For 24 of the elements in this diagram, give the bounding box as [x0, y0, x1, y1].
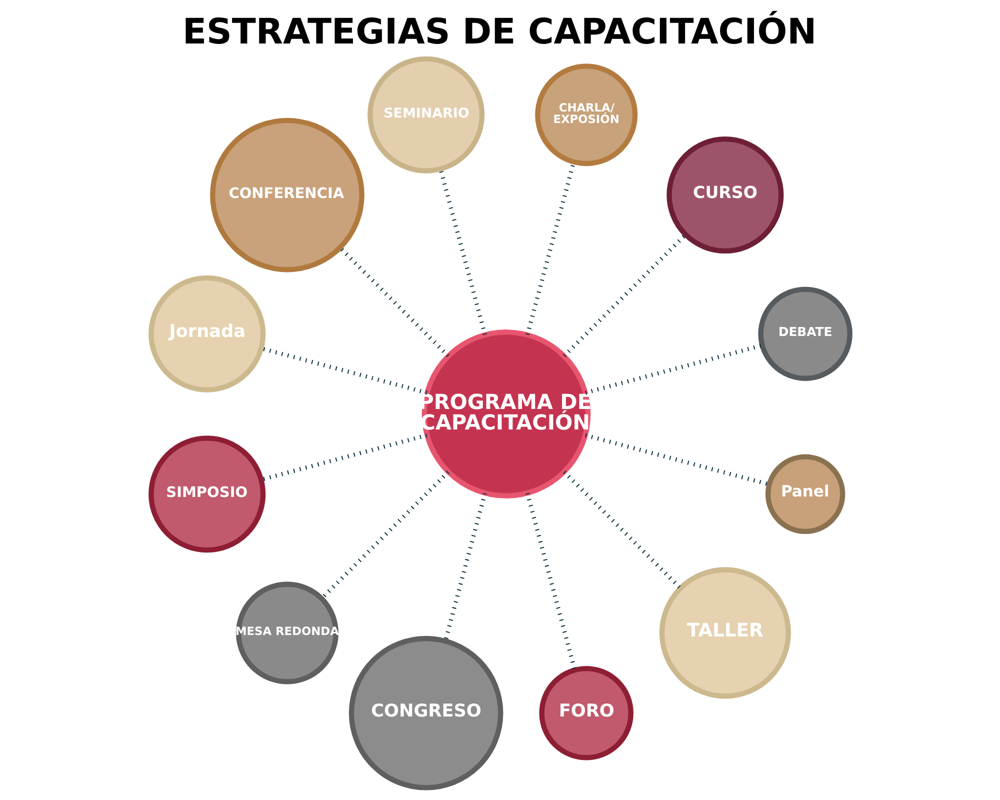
- connector: [584, 433, 770, 486]
- connector: [260, 433, 427, 482]
- connector: [260, 346, 427, 395]
- node-circle: DEBATE: [758, 286, 852, 381]
- node-circle: Jornada: [148, 275, 266, 392]
- diagram-title: ESTRATEGIAS DE CAPACITACIÓN: [182, 12, 816, 53]
- connector: [524, 492, 576, 670]
- connector: [338, 246, 450, 358]
- node-circle: CHARLA/ EXPOSIÓN: [534, 64, 638, 166]
- node-circle: CURSO: [666, 136, 784, 254]
- node-circle: CONGRESO: [348, 636, 503, 790]
- connector: [584, 343, 762, 395]
- node-circle: MESA REDONDA: [235, 582, 338, 684]
- node-circle: PROGRAMA DE CAPACITACIÓN: [421, 330, 590, 498]
- connector: [562, 470, 682, 590]
- node-circle: SEMINARIO: [367, 56, 484, 174]
- node-circle: SIMPOSIO: [148, 436, 266, 553]
- node-circle: FORO: [538, 666, 633, 760]
- connector: [438, 168, 486, 336]
- connector: [562, 233, 686, 358]
- node-circle: CONFERENCIA: [210, 118, 364, 272]
- node-circle: TALLER: [658, 567, 790, 699]
- node-circle: Panel: [764, 454, 845, 534]
- connector: [442, 492, 486, 642]
